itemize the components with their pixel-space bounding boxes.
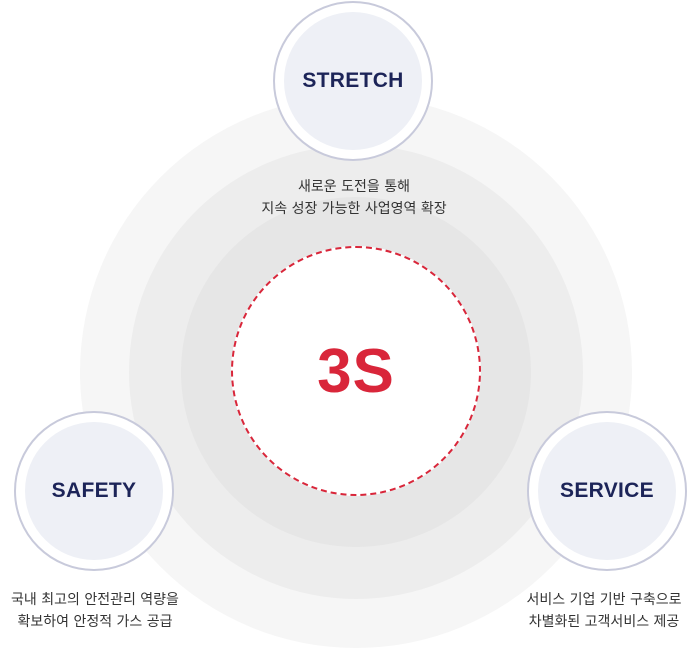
stretch-description-line-1: 새로운 도전을 통해 [298, 179, 410, 195]
service-node: SERVICE [527, 411, 687, 571]
core-circle: 3S [231, 246, 481, 496]
stretch-label: STRETCH [302, 69, 404, 92]
safety-node: SAFETY [14, 411, 174, 571]
service-node-inner: SERVICE [538, 422, 676, 560]
service-label: SERVICE [560, 479, 654, 502]
safety-description: 국내 최고의 안전관리 역량을 확보하여 안정적 가스 공급 [0, 589, 190, 633]
service-description-line-1: 서비스 기업 기반 구축으로 [526, 592, 682, 608]
stretch-node-inner: STRETCH [284, 12, 422, 150]
core-label: 3S [317, 336, 395, 406]
safety-description-line-1: 국내 최고의 안전관리 역량을 [11, 592, 179, 608]
service-description-line-2: 차별화된 고객서비스 제공 [528, 614, 680, 630]
safety-node-inner: SAFETY [25, 422, 163, 560]
safety-description-line-2: 확보하여 안정적 가스 공급 [17, 614, 173, 630]
safety-label: SAFETY [51, 479, 137, 502]
stretch-description-line-2: 지속 성장 가능한 사업영역 확장 [261, 201, 447, 217]
stretch-node: STRETCH [273, 1, 433, 161]
service-description: 서비스 기업 기반 구축으로 차별화된 고객서비스 제공 [515, 589, 693, 633]
stretch-description: 새로운 도전을 통해 지속 성장 가능한 사업영역 확장 [196, 176, 512, 220]
